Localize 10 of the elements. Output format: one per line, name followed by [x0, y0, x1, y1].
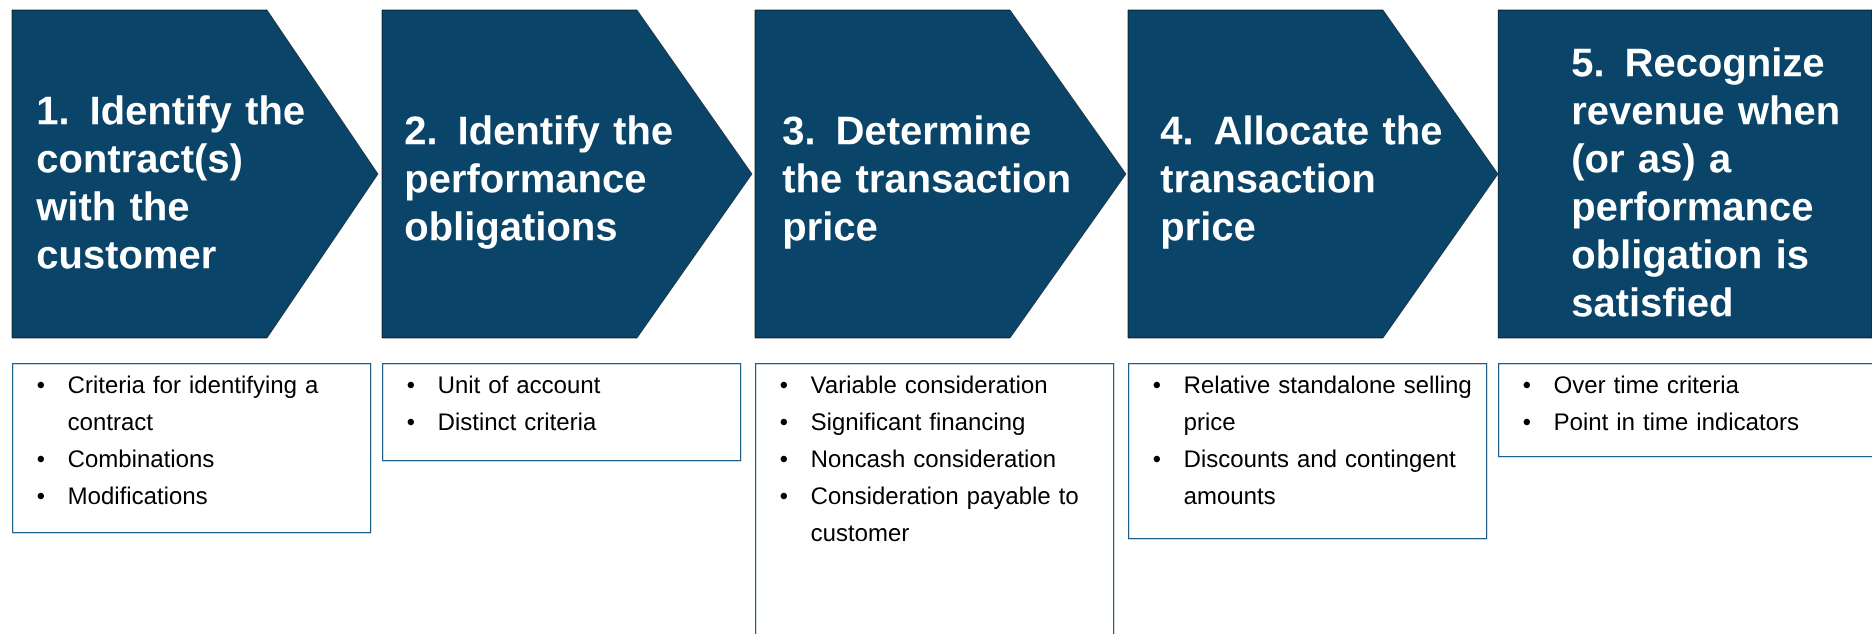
bullet-list-box: Variable consideration Significant financing Noncash consideration Consideration payable to customer — [755, 363, 1115, 634]
bullet-list-box: Unit of account Distinct criteria — [382, 363, 742, 462]
chevron-step: 3. Determine the transaction price — [754, 9, 1127, 339]
bullet-list-box: Relative standalone selling price Discounts and contingent amounts — [1128, 363, 1488, 540]
chevron-step: 5. Recognize revenue when (or as) a performance obligation is satisfied — [1497, 9, 1872, 339]
chevron-step: 4. Allocate the transaction price — [1127, 9, 1499, 339]
bullet-list-box: Over time criteria Point in time indicators — [1498, 363, 1872, 458]
chevron-step: 2. Identify the performance obligations — [381, 9, 753, 339]
bullet-list-box: Criteria for identifying a contract Combinations Modifications — [12, 363, 372, 534]
chevron-step: 1. Identify the contract(s) with the customer — [11, 9, 379, 339]
